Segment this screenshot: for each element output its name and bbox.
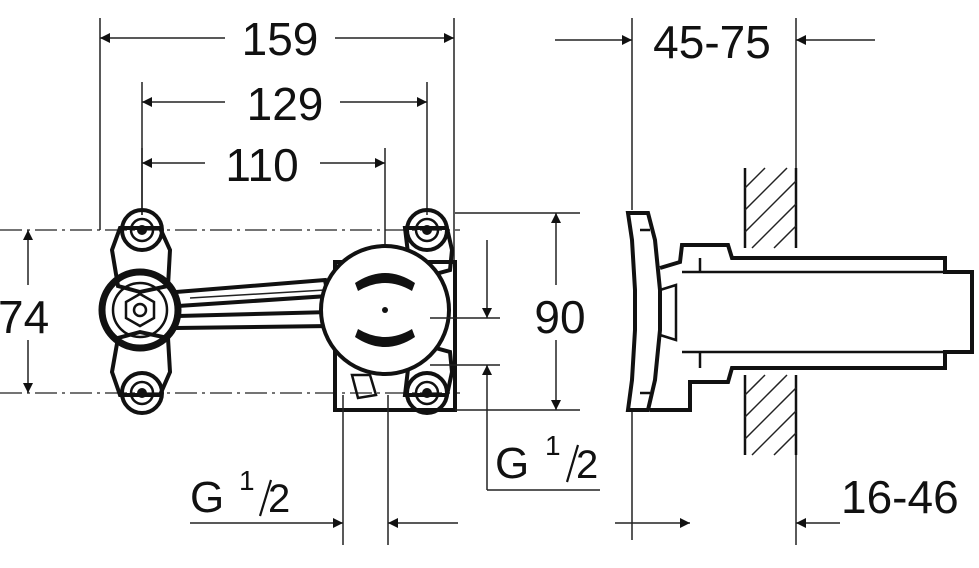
dimension-45-75-label: 45-75 bbox=[653, 16, 771, 68]
screw-hole-top-left bbox=[120, 208, 164, 252]
dimension-16-46-label: 16-46 bbox=[841, 471, 959, 523]
svg-text:G: G bbox=[495, 439, 529, 488]
valve-center-point bbox=[382, 307, 388, 313]
wall-section-upper bbox=[743, 167, 798, 249]
connecting-arm-lower bbox=[175, 309, 332, 330]
dimension-159-label: 159 bbox=[242, 13, 319, 65]
valve-body bbox=[319, 244, 457, 412]
valve-outlet-nub bbox=[350, 373, 378, 400]
side-body-outline bbox=[650, 243, 974, 412]
svg-text:2: 2 bbox=[268, 477, 290, 521]
valve-arc-bottom bbox=[355, 329, 415, 347]
thread-label-bottom: G 1 2 bbox=[190, 465, 290, 522]
dimension-110-label: 110 bbox=[225, 139, 298, 191]
screw-hole-bottom-left bbox=[120, 371, 164, 415]
dimension-129-label: 129 bbox=[247, 78, 324, 130]
wall-section-lower bbox=[743, 374, 798, 456]
connecting-arm-upper bbox=[175, 277, 331, 308]
mounting-plate bbox=[625, 211, 662, 412]
thread-label-right: G 1 2 bbox=[495, 430, 598, 488]
screw-hole-bottom-right bbox=[405, 371, 449, 415]
dimension-74-label: 74 bbox=[0, 291, 49, 343]
front-view: 159 129 110 74 bbox=[0, 13, 600, 545]
svg-text:G: G bbox=[190, 473, 224, 522]
svg-text:2: 2 bbox=[576, 443, 598, 487]
side-body-flange bbox=[659, 283, 678, 342]
side-view: 45-75 16-46 bbox=[555, 16, 974, 545]
valve-arc-top bbox=[355, 273, 415, 291]
connecting-arm-detail bbox=[189, 289, 326, 299]
dimension-90-label: 90 bbox=[534, 291, 585, 343]
screw-hole-top-right bbox=[405, 208, 449, 252]
svg-text:1: 1 bbox=[545, 430, 561, 461]
svg-text:1: 1 bbox=[239, 465, 255, 496]
left-inlet-fitting bbox=[98, 268, 182, 352]
